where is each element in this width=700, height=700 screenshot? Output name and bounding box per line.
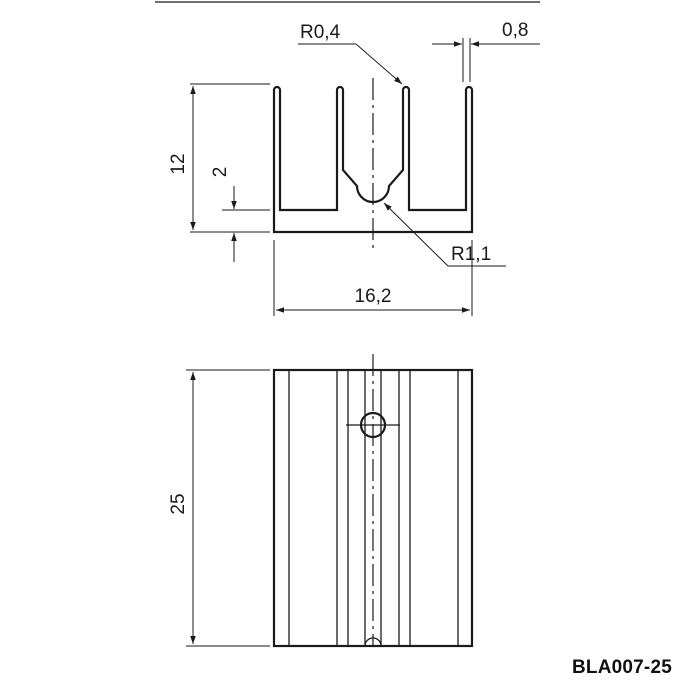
dim-label-width: 16,2: [355, 286, 392, 307]
dim-label-length: 25: [168, 493, 189, 514]
side-view: 25: [168, 354, 474, 648]
dim-label-base: 2: [210, 167, 231, 178]
heatsink-profile-outline: [272, 85, 474, 234]
dim-label-height: 12: [168, 153, 189, 174]
part-code: BLA007-25: [571, 657, 672, 678]
label-r11: R1,1: [451, 244, 491, 265]
dim-label-fin: 0,8: [502, 20, 528, 41]
top-view-profile: 12 2 16,2 0,8 R0,4 R1,1: [168, 20, 540, 316]
leader-r11: [383, 202, 449, 267]
label-r04: R0,4: [300, 22, 341, 43]
leader-r04: [355, 43, 403, 85]
